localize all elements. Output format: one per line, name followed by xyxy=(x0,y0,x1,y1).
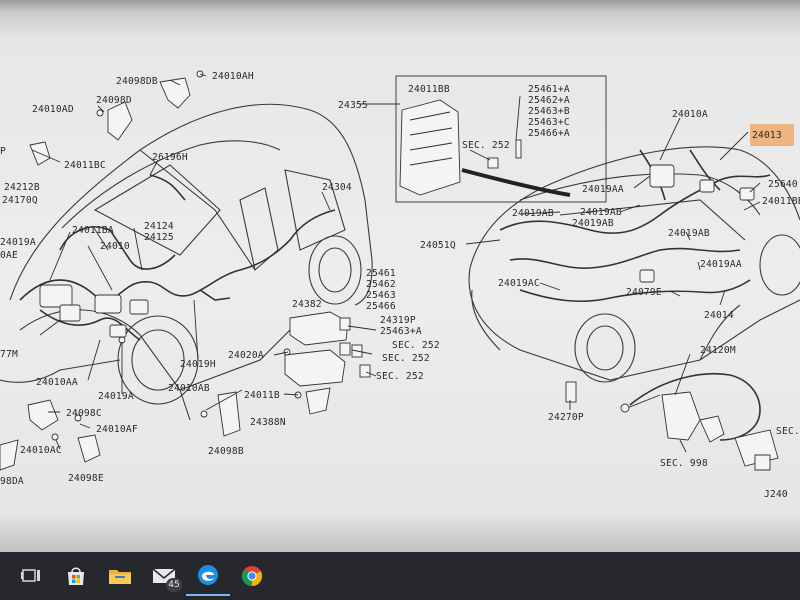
part-label: 25462+A xyxy=(528,95,570,106)
part-label: 25466 xyxy=(366,301,396,312)
file-explorer-icon xyxy=(109,570,131,584)
part-label: 24098DB xyxy=(116,76,158,87)
part-label: 25463+B xyxy=(528,106,570,117)
part-label: 24098D xyxy=(96,95,132,106)
left-car-illustration xyxy=(0,103,373,421)
cable-and-lock-parts xyxy=(620,372,779,471)
part-label: 24011BC xyxy=(64,160,106,171)
file-explorer-button[interactable] xyxy=(98,556,142,596)
part-label: 25463+C xyxy=(528,117,570,128)
part-label: 24010 xyxy=(100,241,130,252)
part-label: 24019AB xyxy=(512,208,554,219)
part-label: 25461+A xyxy=(528,84,570,95)
edge-button[interactable] xyxy=(186,556,230,596)
part-label: 24010AC xyxy=(20,445,62,456)
task-view-button[interactable] xyxy=(10,556,54,596)
part-label: 24014 xyxy=(704,310,734,321)
part-label: 25463 xyxy=(366,290,396,301)
part-label: SEC. 252 xyxy=(392,340,440,351)
part-label: 24120M xyxy=(700,345,736,356)
part-label: 24079E xyxy=(626,287,662,298)
part-label: 24355 xyxy=(338,100,368,111)
part-label: 25640 xyxy=(768,179,798,190)
part-label: 24010A xyxy=(672,109,708,120)
part-label: 26196H xyxy=(152,152,188,163)
part-label: SEC. 252 xyxy=(382,353,430,364)
part-label: 24010AA xyxy=(36,377,78,388)
part-label: 24011BA xyxy=(72,225,114,236)
part-label: 24124 xyxy=(144,221,174,232)
chrome-icon xyxy=(241,566,263,587)
part-label: 98DA xyxy=(0,476,24,487)
part-label: 24019AB xyxy=(580,207,622,218)
harness-band xyxy=(461,168,571,197)
part-label: 24019AA xyxy=(582,184,624,195)
part-label: 24388N xyxy=(250,417,286,428)
task-view-icon xyxy=(21,569,40,582)
chrome-button[interactable] xyxy=(230,556,274,596)
part-label: 24212B xyxy=(4,182,40,193)
store-icon xyxy=(68,567,84,585)
leader-lines xyxy=(31,73,761,453)
part-label: 24019AC xyxy=(498,278,540,289)
store-button[interactable] xyxy=(54,556,98,596)
part-label: SEC. 252 xyxy=(376,371,424,382)
part-label: 24019AB xyxy=(572,218,614,229)
part-label: 24382 xyxy=(292,299,322,310)
part-label: 24019AB xyxy=(668,228,710,239)
part-label: 24304 xyxy=(322,182,352,193)
parts-diagram-viewer: 24098DB 24010AH 24098D 24010AD P 24011BC… xyxy=(0,0,800,552)
edge-icon xyxy=(198,565,218,585)
part-label: 24098C xyxy=(66,408,102,419)
mail-button[interactable]: 45 xyxy=(142,556,186,596)
wiring-harness-diagram: 24098DB 24010AH 24098D 24010AD P 24011BC… xyxy=(0,70,800,500)
part-label: P xyxy=(0,146,6,157)
part-label: 24051Q xyxy=(420,240,456,251)
part-label: 24011BB xyxy=(408,84,450,95)
part-label: SEC. xyxy=(776,426,800,437)
part-label: J240 xyxy=(764,489,788,500)
part-label: 24019AA xyxy=(700,259,742,270)
part-label: 24011B xyxy=(244,390,280,401)
part-label: 24020A xyxy=(228,350,264,361)
part-label: 0AE xyxy=(0,250,18,261)
part-label: 24010AB xyxy=(168,383,210,394)
part-label: 24019H xyxy=(180,359,216,370)
mail-badge: 45 xyxy=(166,578,182,592)
part-label: 24170Q xyxy=(2,195,38,206)
part-label: 24019A xyxy=(0,237,36,248)
part-label: 24319P xyxy=(380,315,416,326)
part-label: 25463+A xyxy=(380,326,422,337)
part-label: 24098B xyxy=(208,446,244,457)
part-label: 24098E xyxy=(68,473,104,484)
part-label: 24011BB xyxy=(762,196,800,207)
part-label: 24270P xyxy=(548,412,584,423)
part-label: 24013 xyxy=(752,130,782,141)
part-label: 24010AH xyxy=(212,71,254,82)
part-label: SEC. 998 xyxy=(660,458,708,469)
part-label: 25462 xyxy=(366,279,396,290)
part-label: SEC. 252 xyxy=(462,140,510,151)
part-label: 24010AD xyxy=(32,104,74,115)
highlight-marker xyxy=(750,124,794,146)
part-label: 77M xyxy=(0,349,18,360)
part-label: 25466+A xyxy=(528,128,570,139)
right-car-illustration xyxy=(468,146,800,383)
part-label: 24019A xyxy=(98,391,134,402)
taskbar: 45 xyxy=(0,552,800,600)
part-label: 24010AF xyxy=(96,424,138,435)
part-label: 24125 xyxy=(144,232,174,243)
part-label: 25461 xyxy=(366,268,396,279)
